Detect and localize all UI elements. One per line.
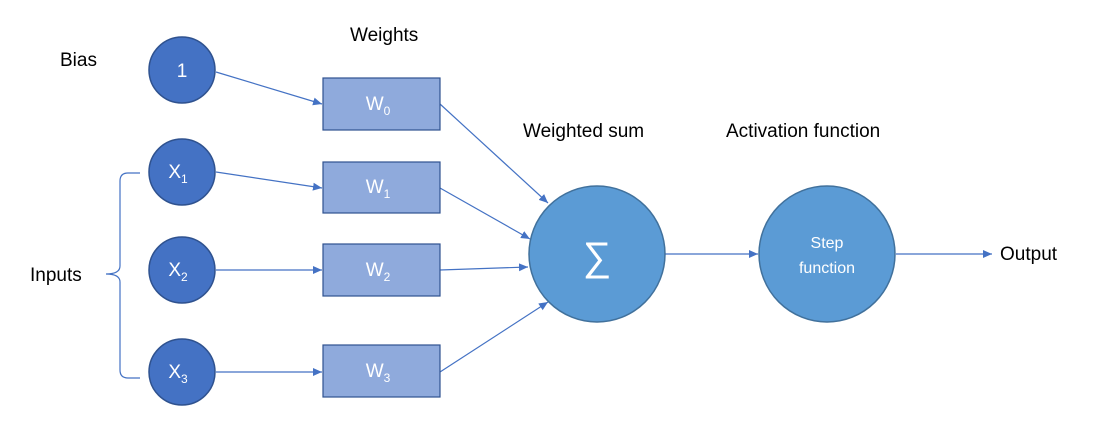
svg-text:Step: Step: [811, 235, 844, 252]
weight-box-w3: W3: [322, 344, 441, 398]
weights-label: Weights: [350, 25, 418, 46]
weight-box-w0: W0: [322, 77, 441, 131]
edge-input-1-weight-1: [215, 171, 323, 191]
edge-input-0-weight-0: [215, 71, 323, 106]
weighted-sum-label: Weighted sum: [523, 121, 644, 142]
svg-text:X3: X3: [168, 362, 188, 386]
output-label: Output: [1000, 244, 1058, 265]
input-node-x2: X2: [148, 236, 216, 304]
edge-weight-2-sum: [439, 263, 529, 272]
edge-weight-1-sum: [439, 187, 531, 240]
svg-text:X1: X1: [168, 162, 188, 186]
svg-text:W2: W2: [366, 260, 391, 284]
svg-text:W1: W1: [366, 177, 391, 201]
svg-text:W0: W0: [366, 94, 391, 118]
weight-box-w1: W1: [322, 161, 441, 214]
input-node-bias: 1: [148, 36, 216, 104]
input-node-x1: X1: [148, 138, 216, 206]
input-node-x3: X3: [148, 338, 216, 406]
svg-text:W3: W3: [366, 361, 391, 385]
edge-weight-3-sum: [439, 301, 549, 373]
sigma-symbol: ∑: [583, 235, 612, 279]
bias-label: Bias: [60, 50, 97, 71]
svg-text:1: 1: [177, 61, 188, 82]
activation-node: Step function: [758, 185, 896, 323]
inputs-bracket: [105, 172, 140, 379]
weight-box-w2: W2: [322, 243, 441, 297]
inputs-label: Inputs: [30, 265, 82, 286]
edge-weight-0-sum: [439, 103, 549, 204]
svg-text:X2: X2: [168, 260, 188, 284]
svg-text:function: function: [799, 260, 855, 277]
activation-function-label: Activation function: [726, 121, 880, 142]
weighted-sum-node: ∑: [528, 185, 666, 323]
